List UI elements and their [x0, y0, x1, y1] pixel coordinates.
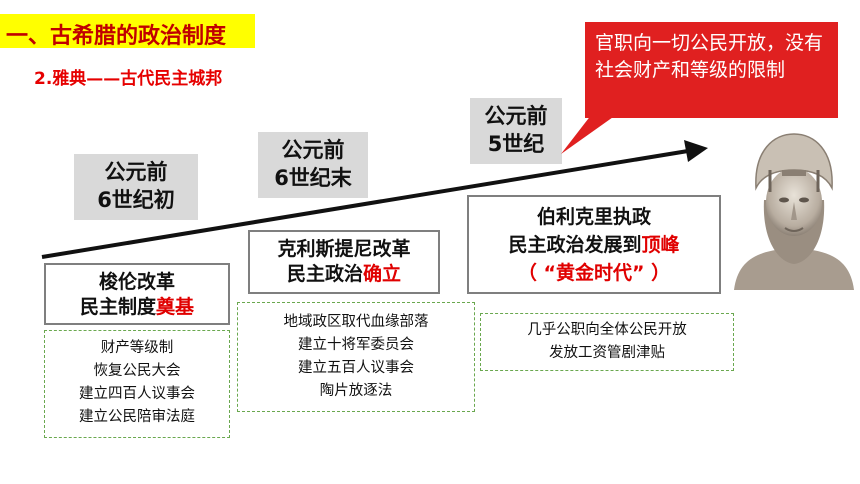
callout-pointer	[561, 110, 623, 154]
callout-text: 官职向一切公民开放，没有社会财产和等级的限制	[595, 32, 824, 81]
reform-3-golden-age: （ “黄金时代” ）	[517, 262, 671, 284]
period-2-line1: 公元前	[281, 138, 345, 162]
period-2-line2: 6世纪末	[274, 166, 352, 190]
reform-2-highlight: 确立	[363, 263, 402, 285]
reform-box-solon: 梭伦改革 民主制度奠基	[44, 263, 230, 325]
detail-1-item: 建立四百人议事会	[79, 386, 195, 402]
detail-2-item: 建立十将军委员会	[298, 337, 414, 353]
detail-box-cleisthenes: 地域政区取代血缘部落 建立十将军委员会 建立五百人议事会 陶片放逐法	[237, 302, 475, 412]
reform-2-prefix: 民主政治	[286, 263, 363, 285]
period-1-line1: 公元前	[104, 160, 168, 184]
period-label-1: 公元前 6世纪初	[74, 154, 198, 220]
reform-1-highlight: 奠基	[156, 296, 195, 318]
reform-3-title: 伯利克里执政	[536, 206, 651, 228]
reform-3-prefix: 民主政治发展到	[508, 234, 642, 256]
period-1-line2: 6世纪初	[97, 188, 175, 212]
detail-2-item: 地域政区取代血缘部落	[283, 314, 429, 330]
detail-3-item: 几乎公职向全体公民开放	[527, 322, 687, 338]
detail-box-solon: 财产等级制 恢复公民大会 建立四百人议事会 建立公民陪审法庭	[44, 330, 230, 438]
page-subtitle: 2.雅典——古代民主城邦	[34, 69, 223, 89]
period-3-line2: 5世纪	[487, 132, 545, 156]
detail-1-item: 恢复公民大会	[93, 363, 181, 379]
detail-2-item: 建立五百人议事会	[298, 360, 414, 376]
reform-1-title: 梭伦改革	[98, 271, 175, 293]
reform-box-cleisthenes: 克利斯提尼改革 民主政治确立	[248, 230, 440, 294]
detail-2-item: 陶片放逐法	[319, 383, 393, 399]
detail-3-item: 发放工资管剧津贴	[549, 345, 665, 361]
reform-1-prefix: 民主制度	[79, 296, 156, 318]
reform-3-highlight: 顶峰	[641, 234, 680, 256]
detail-box-pericles: 几乎公职向全体公民开放 发放工资管剧津贴	[480, 313, 734, 371]
detail-1-item: 建立公民陪审法庭	[79, 409, 195, 425]
detail-1-item: 财产等级制	[100, 340, 174, 356]
reform-2-title: 克利斯提尼改革	[277, 238, 411, 260]
page-title: 一、古希腊的政治制度	[6, 24, 227, 49]
reform-box-pericles: 伯利克里执政 民主政治发展到顶峰 （ “黄金时代” ）	[467, 195, 721, 294]
period-label-2: 公元前 6世纪末	[258, 132, 368, 198]
period-3-line1: 公元前	[484, 104, 548, 128]
pericles-bust-icon	[734, 133, 854, 290]
period-label-3: 公元前 5世纪	[470, 98, 562, 164]
title-highlight	[0, 14, 255, 48]
callout-bubble: 官职向一切公民开放，没有社会财产和等级的限制	[585, 22, 838, 118]
